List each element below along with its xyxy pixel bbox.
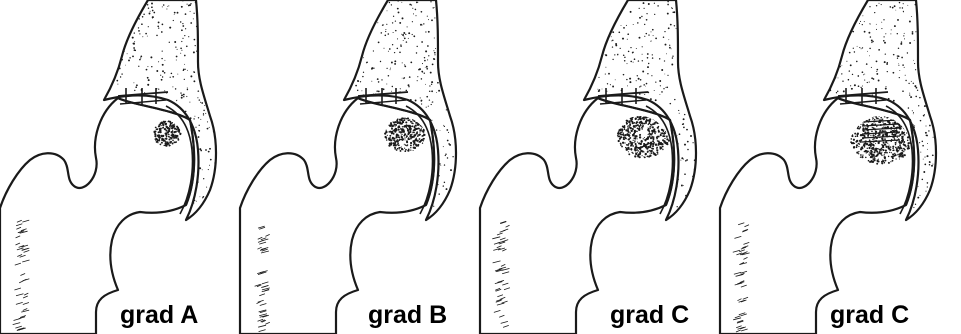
hip-joint-drawing [720,0,960,334]
femoral-head-rim [838,98,914,205]
femoral-head-lesion [153,120,181,146]
femur-outline [480,98,674,334]
femur-texture [13,220,30,331]
panel-label: grad A [120,303,198,328]
femur-texture [255,226,270,332]
panel-label: grad C [610,303,689,328]
panel-label: grad C [830,303,909,328]
hip-panel-grade-c: grad C [480,0,720,334]
femur-texture [733,223,750,332]
hip-joint-drawing [480,0,720,334]
panel-label: grad B [368,303,447,328]
femoral-head-lesion [384,117,425,152]
femoral-head-rim [598,98,674,205]
femoral-head-lesion [617,115,670,158]
hip-panel-grade-b: grad B [240,0,480,334]
femoral-head-rim [118,98,194,205]
hip-joint-drawing [0,0,240,334]
hip-panel-grade-c-severe: grad C [720,0,960,334]
femoral-head-rim [358,98,434,205]
hip-joint-drawing [240,0,480,334]
femur-texture [492,221,510,327]
hip-panel-grade-a: grad A [0,0,240,334]
femoral-head-lesion [850,111,915,164]
